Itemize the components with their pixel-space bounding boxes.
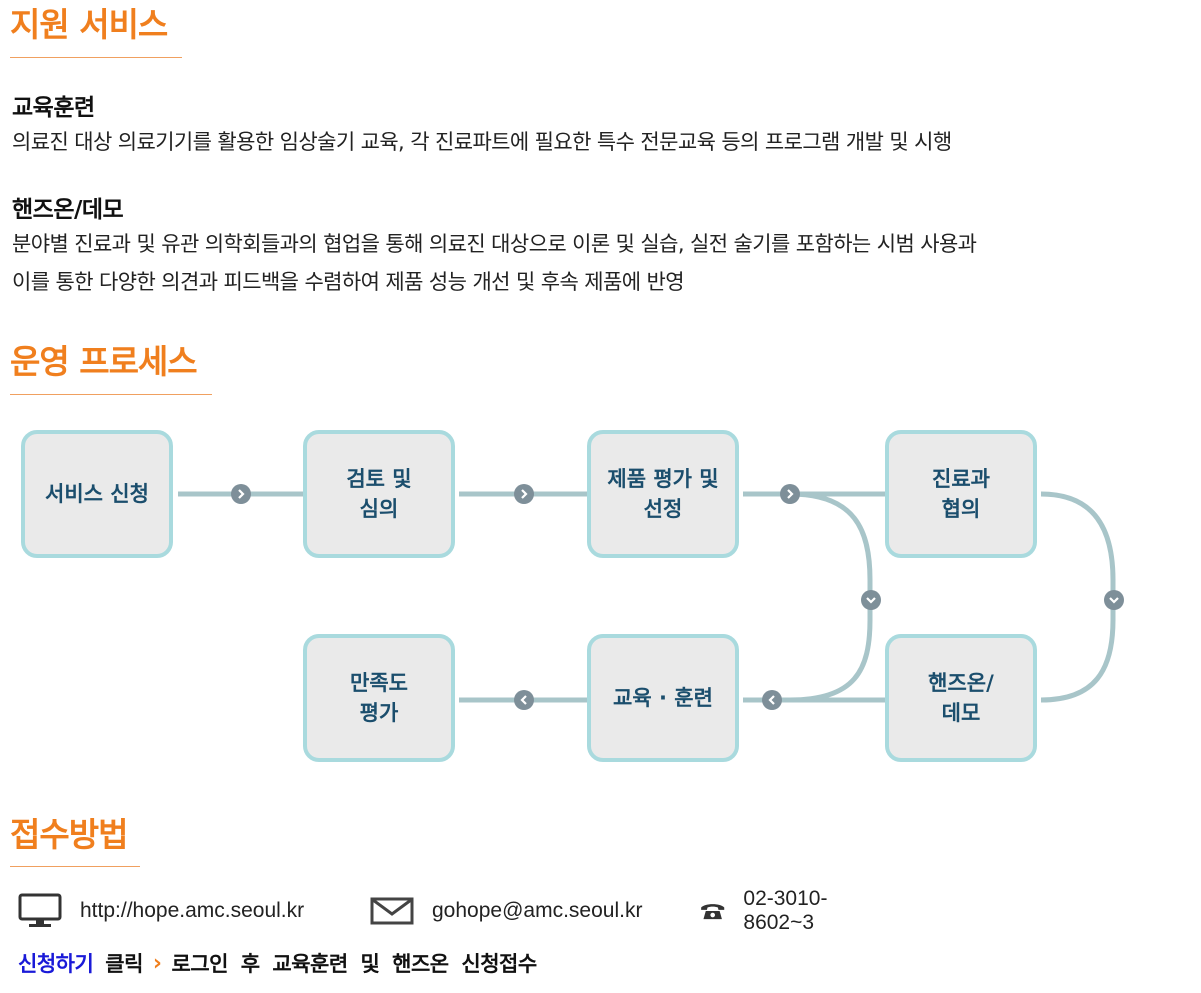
training-description: 의료진 대상 의료기기를 활용한 임상술기 교육, 각 진료파트에 필요한 특수…: [12, 130, 952, 154]
connector-inner-curve: [789, 491, 873, 703]
apply-link[interactable]: 신청하기: [18, 952, 94, 976]
phone-icon: [701, 904, 725, 920]
process-step-2: 검토 및 심의: [303, 430, 455, 558]
process-step-7: 만족도 평가: [303, 634, 455, 762]
chevron-down-icon: [861, 590, 881, 610]
apply-instructions: 신청하기 클릭 › 로그인 후 교육훈련 및 핸즈온 신청접수: [18, 948, 537, 978]
monitor-icon: [18, 893, 62, 927]
handson-description-line2: 이를 통한 다양한 의견과 피드백을 수렴하여 제품 성능 개선 및 후속 제품…: [12, 270, 685, 294]
chevron-right-icon: ›: [152, 950, 162, 976]
reception-section-title: 접수방법: [10, 815, 128, 854]
chevron-right-icon: [514, 484, 534, 504]
apply-click-text: 클릭: [105, 952, 143, 976]
process-diagram: 서비스 신청 검토 및 심의 제품 평가 및 선정 진료과 협의 핸즈온/ 데모…: [0, 420, 1201, 780]
reception-title-underline: [10, 866, 140, 867]
process-step-6: 교육 · 훈련: [587, 634, 739, 762]
support-section-title: 지원 서비스: [10, 5, 168, 44]
process-step-2-label: 검토 및 심의: [346, 467, 412, 521]
phone-number: 02-3010-8602~3: [743, 887, 828, 934]
contact-email: gohope@amc.seoul.kr: [370, 893, 642, 929]
process-step-4: 진료과 협의: [885, 430, 1037, 558]
training-heading: 교육훈련: [12, 95, 95, 121]
process-step-7-label: 만족도 평가: [350, 671, 408, 725]
handson-heading: 핸즈온/데모: [12, 197, 124, 223]
apply-rest-text: 로그인 후 교육훈련 및 핸즈온 신청접수: [171, 952, 538, 976]
chevron-down-icon: [1104, 590, 1124, 610]
connector-outer-curve: [1040, 491, 1116, 703]
envelope-icon: [370, 897, 414, 925]
process-step-5: 핸즈온/ 데모: [885, 634, 1037, 762]
process-section-title: 운영 프로세스: [10, 342, 198, 381]
contact-phone: 02-3010-8602~3: [700, 887, 833, 934]
process-title-underline: [10, 394, 212, 395]
chevron-right-icon: [780, 484, 800, 504]
chevron-right-icon: [231, 484, 251, 504]
process-step-6-label: 교육 · 훈련: [613, 686, 713, 710]
process-step-3-label: 제품 평가 및 선정: [607, 467, 719, 521]
process-step-4-label: 진료과 협의: [932, 467, 990, 521]
handson-description-line1: 분야별 진료과 및 유관 의학회들과의 협업을 통해 의료진 대상으로 이론 및…: [12, 232, 977, 256]
process-step-1: 서비스 신청: [21, 430, 173, 558]
website-link[interactable]: http://hope.amc.seoul.kr: [80, 899, 305, 922]
email-link[interactable]: gohope@amc.seoul.kr: [432, 899, 643, 922]
contact-website: http://hope.amc.seoul.kr: [18, 893, 304, 929]
process-step-3: 제품 평가 및 선정: [587, 430, 739, 558]
chevron-left-icon: [762, 690, 782, 710]
process-step-5-label: 핸즈온/ 데모: [928, 671, 994, 725]
support-title-underline: [10, 57, 182, 58]
chevron-left-icon: [514, 690, 534, 710]
process-step-1-label: 서비스 신청: [45, 482, 149, 506]
